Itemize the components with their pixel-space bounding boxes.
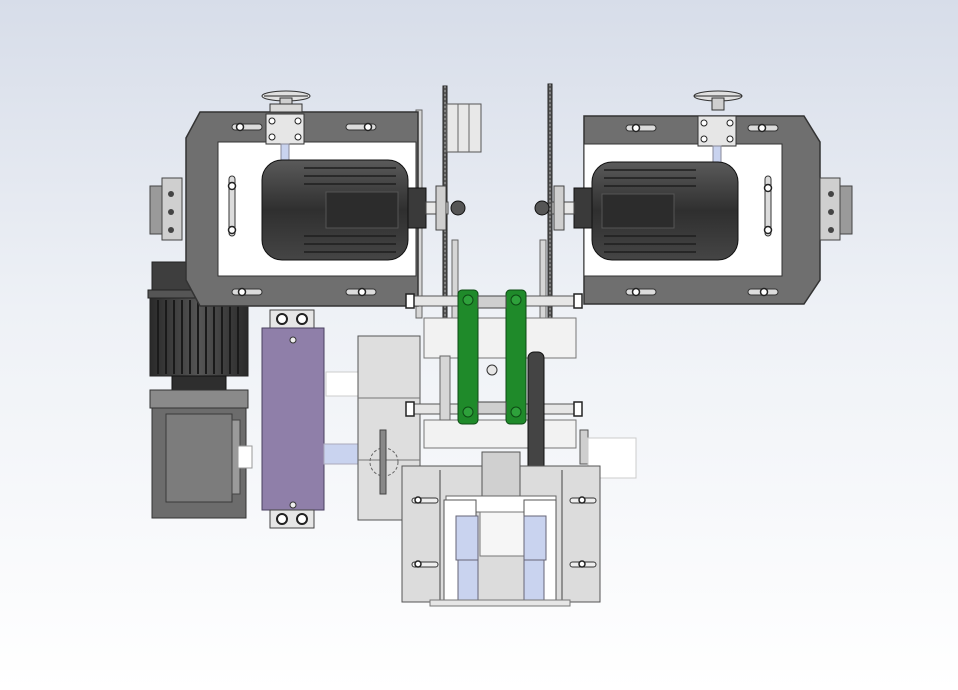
left-handwheel [261,90,311,113]
right-drive-motor [534,161,739,261]
shaft-cover [325,371,361,397]
purple-control-box [261,309,325,529]
left-drive-motor [261,159,466,261]
green-linkage-arm [457,289,527,425]
gearbox [149,389,253,519]
drive-shaft [323,443,361,465]
right-handwheel [693,90,743,111]
clamping-base-assembly [401,451,601,607]
